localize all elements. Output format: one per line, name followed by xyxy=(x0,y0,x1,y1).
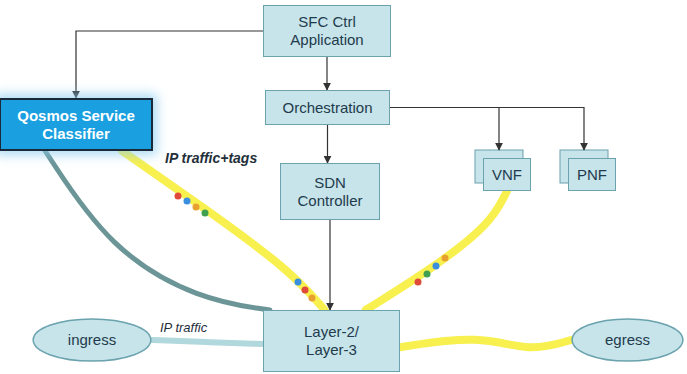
control-lines xyxy=(76,31,584,310)
app-icon xyxy=(184,198,191,205)
control-arrow xyxy=(329,220,330,310)
node-text: egress xyxy=(605,331,650,349)
node-text: Qosmos Service Classifier xyxy=(7,107,145,143)
app-icon xyxy=(433,263,440,270)
control-arrow xyxy=(390,108,584,151)
process-box: Layer-2/ Layer-3 xyxy=(263,310,400,372)
node-text: SFC Ctrl Application xyxy=(271,13,383,49)
process-box: Orchestration xyxy=(265,90,390,125)
classifier-box: Qosmos Service Classifier xyxy=(0,98,153,151)
process-box: SDN Controller xyxy=(280,163,380,220)
control-arrow xyxy=(327,125,328,163)
app-icon xyxy=(424,271,431,278)
node-text: VNF xyxy=(492,166,522,184)
process-box: VNF xyxy=(483,158,531,191)
endpoint-ellipse: ingress xyxy=(32,318,152,362)
node-text: ingress xyxy=(68,331,116,349)
traffic-path xyxy=(400,340,571,348)
node-text: SDN Controller xyxy=(288,174,372,210)
app-icon xyxy=(295,279,302,286)
control-arrow xyxy=(76,31,263,98)
node-text: PNF xyxy=(577,166,607,184)
traffic-label: IP traffic xyxy=(160,320,207,335)
traffic-label: IP traffic+tags xyxy=(165,150,257,166)
process-box: SFC Ctrl Application xyxy=(263,5,391,57)
stack-backs xyxy=(475,150,608,183)
control-arrow xyxy=(390,108,499,151)
app-icon xyxy=(202,210,209,217)
app-icon xyxy=(442,255,449,262)
app-icon xyxy=(415,279,422,286)
app-icon xyxy=(309,295,316,302)
ellipse-shape xyxy=(33,319,151,361)
app-icon xyxy=(302,287,309,294)
ellipse-shape xyxy=(572,319,683,361)
node-text: Layer-2/ Layer-3 xyxy=(290,323,374,359)
endpoint-ellipse: egress xyxy=(571,318,684,362)
app-icon xyxy=(193,204,200,211)
app-icon xyxy=(175,193,182,200)
traffic-path xyxy=(152,340,263,344)
control-arrow xyxy=(326,57,327,90)
node-text: Orchestration xyxy=(282,99,372,117)
traffic-path xyxy=(366,191,507,310)
process-box: PNF xyxy=(568,158,616,191)
